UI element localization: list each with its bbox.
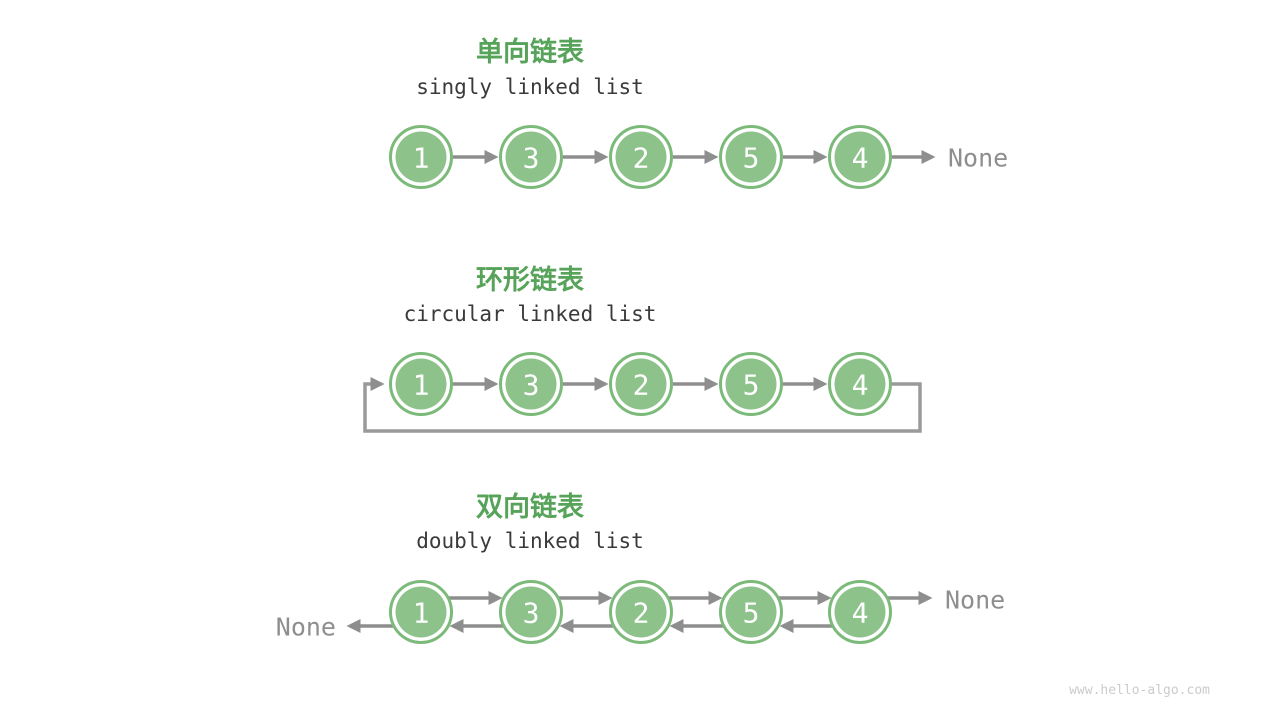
list-node: 2 [609, 125, 673, 189]
node-value: 4 [852, 597, 869, 630]
circular-list-title: 环形链表 [476, 265, 584, 295]
list-node: 1 [389, 352, 453, 416]
none-label: None [948, 144, 1008, 173]
list-node: 2 [609, 352, 673, 416]
node-value: 3 [523, 369, 540, 402]
singly-list-title: 单向链表 [476, 37, 584, 67]
node-value: 4 [852, 142, 869, 175]
singly-list-subtitle: singly linked list [416, 75, 644, 99]
node-value: 3 [523, 142, 540, 175]
list-node: 4 [828, 352, 892, 416]
doubly-list-title: 双向链表 [476, 492, 584, 522]
doubly-list-subtitle: doubly linked list [416, 529, 644, 553]
node-value: 1 [413, 597, 430, 630]
doubly-linked-list: 1 3 2 5 4 None None [276, 580, 1005, 644]
list-node: 2 [609, 580, 673, 644]
node-value: 2 [633, 142, 650, 175]
list-node: 5 [719, 125, 783, 189]
list-node: 5 [719, 580, 783, 644]
node-value: 5 [743, 597, 760, 630]
list-node: 1 [389, 125, 453, 189]
watermark: www.hello-algo.com [1069, 683, 1210, 698]
list-node: 1 [389, 580, 453, 644]
node-value: 3 [523, 597, 540, 630]
node-value: 2 [633, 597, 650, 630]
loop-back-arrow [363, 377, 922, 433]
none-label-tail: None [945, 586, 1005, 615]
circular-linked-list: 1 3 2 5 4 [363, 352, 922, 433]
node-value: 5 [743, 142, 760, 175]
list-node: 4 [828, 125, 892, 189]
node-value: 2 [633, 369, 650, 402]
none-label-head: None [276, 613, 336, 642]
list-node: 4 [828, 580, 892, 644]
node-value: 1 [413, 369, 430, 402]
list-node: 3 [499, 125, 563, 189]
node-value: 1 [413, 142, 430, 175]
list-node: 5 [719, 352, 783, 416]
circular-list-subtitle: circular linked list [403, 302, 657, 326]
node-value: 4 [852, 369, 869, 402]
list-node: 3 [499, 580, 563, 644]
list-node: 3 [499, 352, 563, 416]
singly-linked-list: 1 3 2 5 4 None [389, 125, 1008, 189]
node-value: 5 [743, 369, 760, 402]
